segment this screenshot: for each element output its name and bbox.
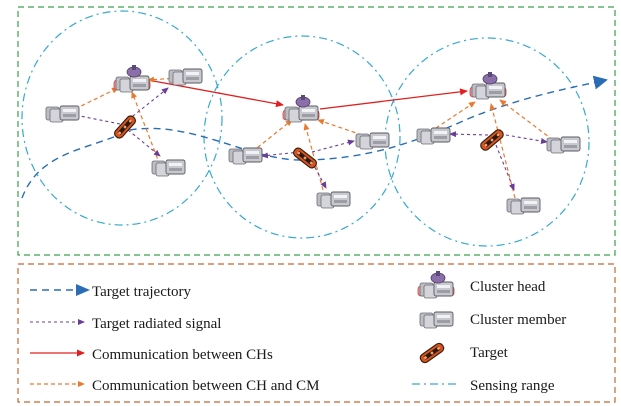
target-trajectory [21, 75, 608, 199]
legend-communication-chs: Communication between CHs [92, 347, 273, 363]
sensing-ranges [21, 10, 590, 247]
legend-cluster-member-icon [419, 311, 454, 329]
legend: Target trajectory Target radiated signal… [17, 263, 616, 403]
target-icon [291, 145, 319, 171]
cluster-head-2 [283, 95, 319, 122]
cluster-head-3 [470, 72, 506, 99]
legend-communication-ch-cm: Communication between CH and CM [92, 378, 319, 394]
legend-cluster-head: Cluster head [470, 279, 546, 295]
cluster-member [355, 132, 390, 150]
cluster-member [416, 127, 451, 145]
legend-cluster-head-icon [418, 271, 454, 298]
legend-sensing-range: Sensing range [470, 378, 555, 394]
ch-link-2 [319, 88, 468, 110]
cluster-member [316, 191, 351, 209]
ch-links [147, 79, 468, 110]
sensing-range-1 [21, 10, 223, 226]
scene-border [17, 6, 616, 256]
sensing-range-3 [384, 37, 590, 247]
legend-trajectory-arrow [76, 284, 90, 296]
target-icon [112, 113, 138, 141]
legend-target-icon [418, 341, 446, 365]
cluster-member [168, 68, 203, 86]
cluster-member [546, 136, 581, 154]
legend-target-radiated-signal: Target radiated signal [92, 316, 221, 332]
ch-link-1 [147, 79, 284, 108]
cluster-member [45, 105, 80, 123]
legend-target: Target [470, 345, 509, 361]
cluster-member [151, 159, 186, 177]
cluster-member [506, 197, 541, 215]
cluster-head-1 [114, 65, 150, 92]
legend-border [17, 263, 616, 403]
target-icon [478, 127, 506, 153]
legend-target-trajectory: Target trajectory [92, 284, 192, 300]
legend-cluster-member: Cluster member [470, 312, 566, 328]
cluster-member [228, 147, 263, 165]
ch-cm-links [74, 76, 554, 199]
